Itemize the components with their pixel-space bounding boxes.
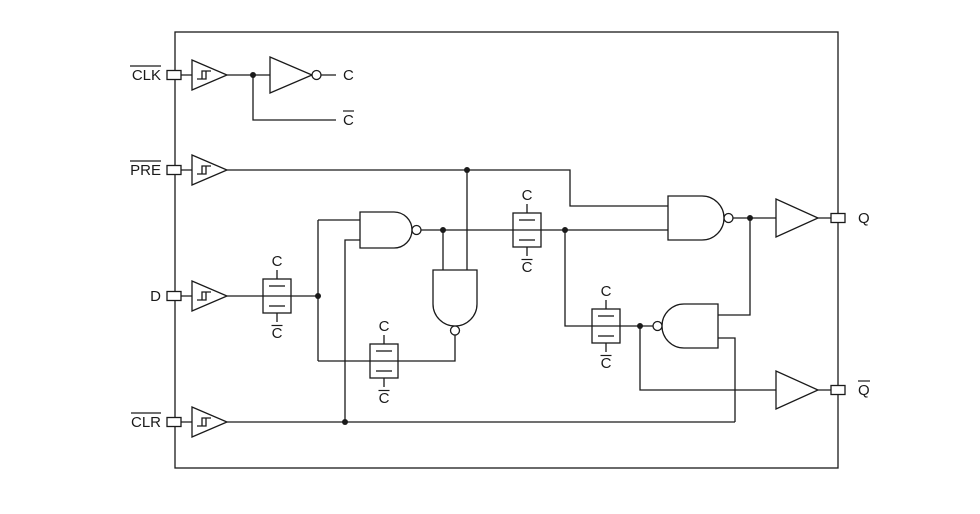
transmission-gate-4: C C xyxy=(591,283,621,372)
master-latch-wires xyxy=(398,229,513,362)
pre-pin xyxy=(166,164,182,176)
hysteresis-icon xyxy=(197,165,211,175)
schmitt-buffer-pre xyxy=(191,154,229,186)
q-pin xyxy=(830,212,846,224)
clr-wires xyxy=(181,239,736,423)
tg-c-label: C xyxy=(522,187,533,204)
junction-dot xyxy=(637,323,643,329)
pre-wires xyxy=(181,169,668,270)
tg-c-label: C xyxy=(601,283,612,300)
tg-c-label: C xyxy=(272,253,283,270)
nand-gate-master-feedback xyxy=(432,269,478,327)
nand-gate-slave-feedback xyxy=(661,303,719,349)
q-bar-label: Q xyxy=(858,382,870,399)
nand-gate-slave-q xyxy=(667,195,725,241)
junction-dot xyxy=(562,227,568,233)
hysteresis-icon xyxy=(197,291,211,301)
nand-bubble xyxy=(723,212,734,224)
output-wires xyxy=(718,217,831,391)
nand-bubble xyxy=(411,224,422,236)
hysteresis-icon xyxy=(197,70,211,80)
c-label: C xyxy=(343,67,354,84)
q-bar-pin xyxy=(830,384,846,396)
junction-dot xyxy=(315,293,321,299)
q-output-buffer xyxy=(775,197,820,239)
junction-dot xyxy=(747,215,753,221)
q-label: Q xyxy=(858,210,870,227)
tg-cbar-label: C xyxy=(379,390,390,407)
schmitt-buffer-clk xyxy=(191,59,229,91)
tg-cbar-label: C xyxy=(601,355,612,372)
tg-cbar-label: C xyxy=(272,325,283,342)
tg-c-label: C xyxy=(379,318,390,335)
clk-pin xyxy=(166,69,182,81)
q-bar-output-buffer xyxy=(775,369,820,411)
schmitt-buffer-clr xyxy=(191,406,229,438)
d-wires xyxy=(181,219,370,362)
hysteresis-icon xyxy=(197,417,211,427)
junction-dot xyxy=(342,419,348,425)
d-label: D xyxy=(150,288,161,305)
transmission-gate-3: C C xyxy=(512,187,542,276)
nand-gate-master xyxy=(359,211,413,249)
c-bar-label: C xyxy=(343,112,354,129)
junction-dot xyxy=(440,227,446,233)
nand-bubble xyxy=(449,325,461,336)
tg-cbar-label: C xyxy=(522,259,533,276)
junction-dot xyxy=(464,167,470,173)
clr-pin xyxy=(166,416,182,428)
clock-inverter xyxy=(269,56,314,94)
ic-boundary xyxy=(174,31,839,469)
inverter-bubble xyxy=(311,69,322,81)
clk-label: CLK xyxy=(132,67,161,84)
clk-wires xyxy=(181,74,336,121)
transmission-gate-1: C C xyxy=(262,253,292,342)
transmission-gate-2: C C xyxy=(369,318,399,407)
slave-latch-wires xyxy=(541,229,776,391)
d-pin xyxy=(166,290,182,302)
clr-label: CLR xyxy=(131,414,161,431)
pre-label: PRE xyxy=(130,162,161,179)
nand-bubble xyxy=(652,320,663,332)
junction-dot xyxy=(250,72,256,78)
schmitt-buffer-d xyxy=(191,280,229,312)
